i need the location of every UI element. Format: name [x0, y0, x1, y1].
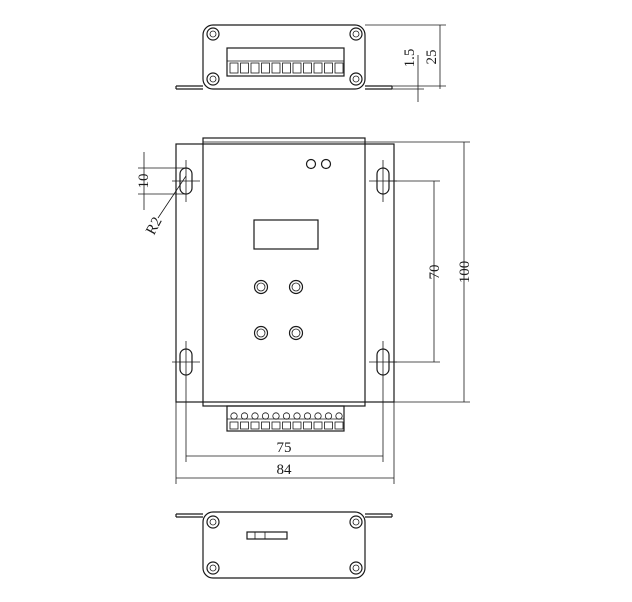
screw-icon [349, 561, 363, 575]
terminal-pin [313, 62, 323, 74]
terminal-screw [303, 412, 312, 420]
push-button [253, 279, 269, 295]
screw-icon [206, 72, 220, 86]
slot-radius-label: R2 [143, 215, 165, 238]
terminal-pin [229, 421, 239, 430]
terminal-pin [261, 421, 270, 430]
terminal-pin [282, 62, 291, 74]
screw-icon [349, 72, 363, 86]
terminal-pin [282, 421, 291, 430]
mounting-plate [175, 143, 395, 403]
overall-height-label: 100 [457, 261, 473, 284]
terminal-pin [240, 421, 249, 430]
terminal-screw [251, 412, 259, 420]
screw-icon [349, 27, 363, 41]
terminal-screw [272, 412, 280, 420]
push-button [288, 325, 304, 341]
led-indicator [305, 158, 317, 170]
terminal-pin [261, 62, 270, 74]
terminal-pin [250, 62, 260, 74]
terminal-pin [303, 421, 312, 430]
terminal-block-front [226, 405, 345, 432]
terminal-screw [293, 412, 301, 420]
device-body [202, 137, 366, 407]
terminal-pin [324, 62, 333, 74]
terminal-pin [271, 421, 281, 430]
terminal-screw [314, 412, 322, 420]
terminal-pin [229, 62, 239, 74]
screw-icon [206, 27, 220, 41]
terminal-pin [303, 62, 312, 74]
front-view: 10 R2 70 100 75 84 [136, 137, 473, 484]
terminal-screw [261, 412, 270, 420]
screw-icon [206, 561, 220, 575]
led-indicator [320, 158, 332, 170]
terminal-screw [324, 412, 333, 420]
terminal-pin [324, 421, 333, 430]
terminal-pin [271, 62, 281, 74]
radius-leader-line [157, 175, 187, 219]
bottom-view [175, 511, 393, 579]
terminal-screw [230, 412, 238, 420]
top-view-body [202, 24, 366, 90]
connector-port [246, 531, 288, 540]
terminal-pin [334, 62, 344, 74]
screw-icon [206, 515, 220, 529]
hole-spacing-label: 70 [427, 265, 443, 280]
thickness-label: 1.5 [402, 49, 418, 68]
mounting-slot [172, 341, 200, 383]
terminal-block-top [226, 47, 345, 77]
top-view: 1.5 25 [175, 24, 446, 102]
hole-h-spacing-label: 75 [277, 440, 292, 456]
bottom-view-body [202, 511, 366, 579]
terminal-screw [240, 412, 249, 420]
terminal-pin [240, 62, 249, 74]
terminal-pin [250, 421, 260, 430]
push-button [253, 325, 269, 341]
terminal-screw [335, 412, 343, 420]
terminal-pin [334, 421, 344, 430]
terminal-screw [282, 412, 291, 420]
terminal-pin [313, 421, 323, 430]
screw-icon [349, 515, 363, 529]
height-label: 25 [424, 50, 440, 65]
terminal-pin [292, 421, 302, 430]
slot-length-label: 10 [136, 174, 152, 189]
display-window [253, 219, 319, 250]
overall-width-label: 84 [277, 462, 293, 478]
terminal-pin [292, 62, 302, 74]
push-button [288, 279, 304, 295]
